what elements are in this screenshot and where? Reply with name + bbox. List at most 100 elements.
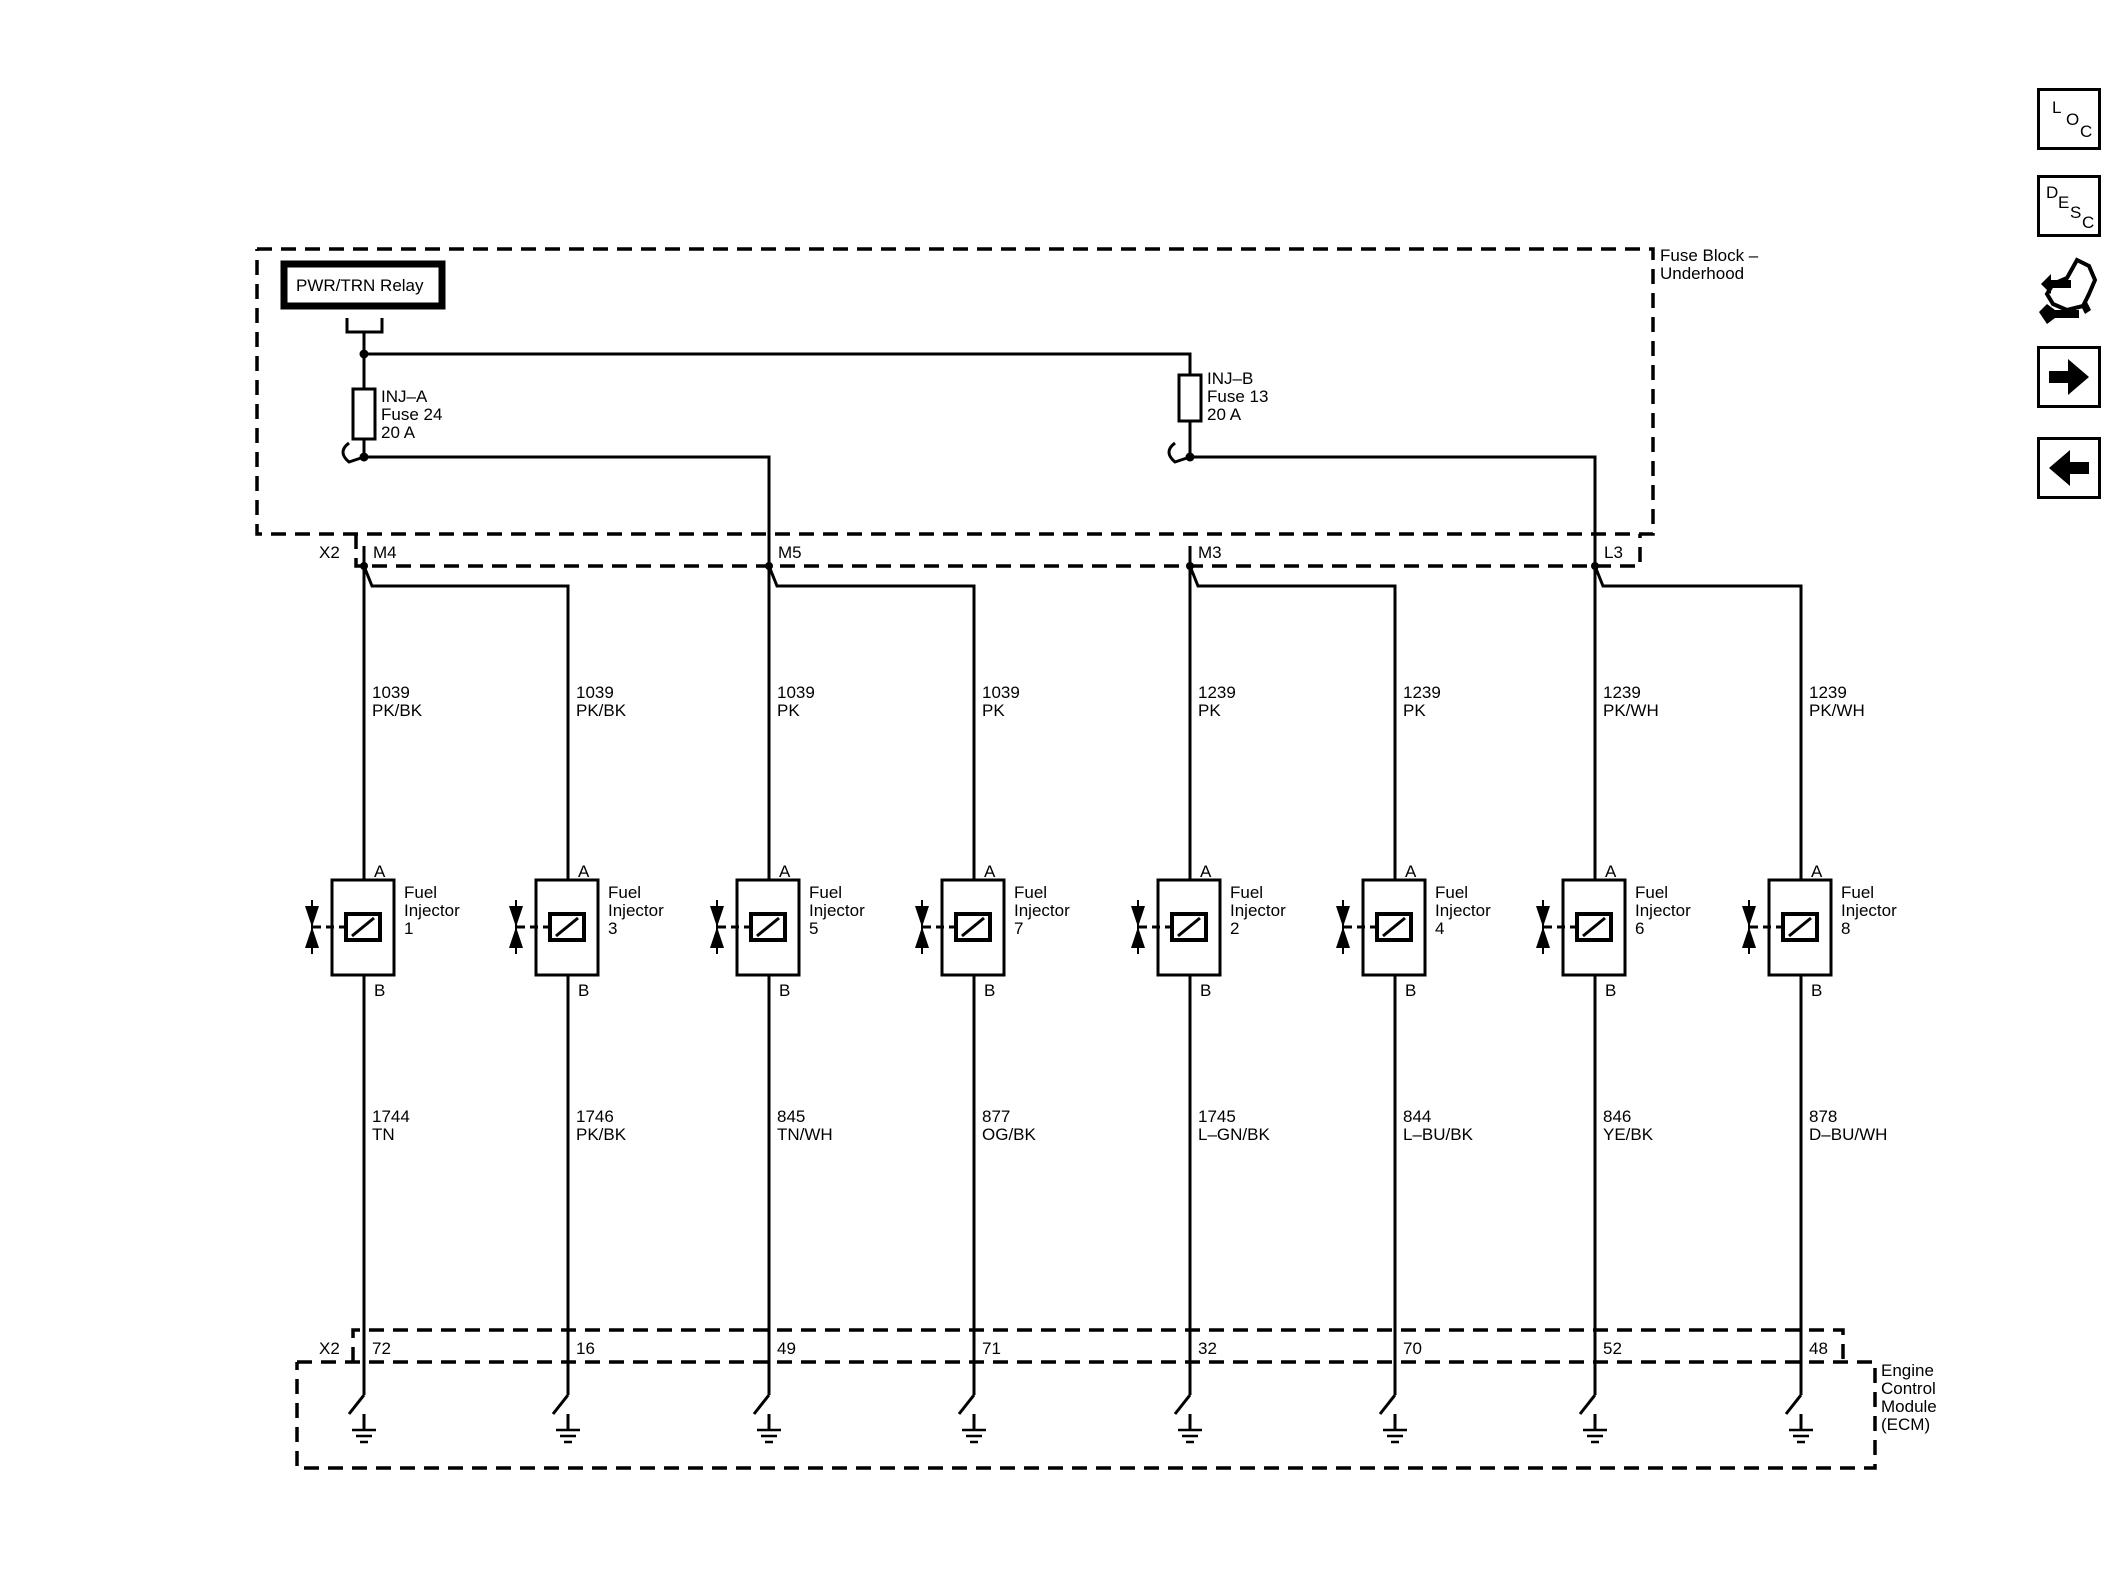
fuse-b-output bbox=[1188, 421, 1597, 546]
desc-letter: D bbox=[2046, 183, 2059, 202]
fuse-block-boundary bbox=[255, 247, 1655, 536]
lower-connector-name: X2 bbox=[319, 1339, 340, 1358]
ecm-switch bbox=[1173, 1394, 1192, 1415]
upper-pin-m4: M4 bbox=[373, 543, 397, 562]
previous-page-button[interactable] bbox=[2037, 437, 2101, 499]
relay-label: PWR/TRN Relay bbox=[296, 276, 424, 295]
fuse-b-number: Fuse 13 bbox=[1207, 387, 1268, 406]
coil-stripe bbox=[1788, 916, 1812, 938]
circuit-number-bottom: 1745 bbox=[1198, 1107, 1236, 1126]
terminal-a-label: A bbox=[374, 862, 386, 881]
ecm-switch bbox=[551, 1394, 570, 1415]
injector-label: Fuel bbox=[1635, 883, 1668, 902]
ecm-label-line1: Engine bbox=[1881, 1361, 1934, 1380]
circuit-number-top: 1239 bbox=[1603, 683, 1641, 702]
ground-icon bbox=[556, 1428, 580, 1444]
injector-label: Injector bbox=[608, 901, 664, 920]
injector-label: Fuel bbox=[608, 883, 641, 902]
next-page-button[interactable] bbox=[2037, 346, 2101, 408]
circuit-number-top: 1039 bbox=[576, 683, 614, 702]
loc-letter: O bbox=[2066, 110, 2080, 129]
branch-wire bbox=[362, 565, 570, 880]
desc-button[interactable]: D E S C bbox=[2037, 175, 2101, 237]
circuit-number-top: 1239 bbox=[1403, 683, 1441, 702]
fuse-a-rating: 20 A bbox=[381, 423, 416, 442]
injector-label: Injector bbox=[809, 901, 865, 920]
ecm-boundary bbox=[295, 1360, 1877, 1470]
ground-icon bbox=[962, 1428, 986, 1444]
ecm-pin-number: 16 bbox=[576, 1339, 595, 1358]
injector-number: 8 bbox=[1841, 919, 1850, 938]
coil-stripe bbox=[1582, 916, 1606, 938]
terminal-b-label: B bbox=[374, 981, 385, 1000]
injector-number: 2 bbox=[1230, 919, 1239, 938]
ecm-switch bbox=[1784, 1394, 1803, 1415]
upper-connector-boundary bbox=[354, 534, 1642, 568]
ground-stub bbox=[341, 441, 365, 464]
relay-box bbox=[280, 260, 446, 310]
ecm-switch bbox=[347, 1394, 366, 1415]
terminal-b-label: B bbox=[578, 981, 589, 1000]
coil-stripe bbox=[756, 916, 780, 938]
arrow-right-icon bbox=[2049, 359, 2089, 395]
wire-color-bottom: YE/BK bbox=[1603, 1125, 1654, 1144]
upper-pin-m5: M5 bbox=[778, 543, 802, 562]
circuit-number-bottom: 878 bbox=[1809, 1107, 1837, 1126]
coil-stripe bbox=[555, 916, 579, 938]
coil-stripe bbox=[1177, 916, 1201, 938]
ground-icon bbox=[1789, 1428, 1813, 1444]
ecm-label-line2: Control bbox=[1881, 1379, 1936, 1398]
desc-letter: C bbox=[2082, 213, 2095, 232]
wire-color-top: PK bbox=[1198, 701, 1221, 720]
branch-wire bbox=[767, 565, 976, 880]
ground-icon bbox=[1178, 1428, 1202, 1444]
terminal-a-label: A bbox=[984, 862, 996, 881]
schematic-connector-icon bbox=[2039, 257, 2098, 324]
circuit-number-bottom: 1744 bbox=[372, 1107, 410, 1126]
terminal-a-label: A bbox=[578, 862, 590, 881]
upper-connector-name: X2 bbox=[319, 543, 340, 562]
circuit-number-bottom: 846 bbox=[1603, 1107, 1631, 1126]
wire-color-bottom: TN bbox=[372, 1125, 395, 1144]
injector-number: 1 bbox=[404, 919, 413, 938]
ecm-switch bbox=[752, 1394, 771, 1415]
loc-button[interactable]: L O C bbox=[2037, 88, 2101, 150]
injector-coil bbox=[954, 912, 992, 942]
desc-letter: E bbox=[2058, 193, 2070, 212]
loc-letter: C bbox=[2080, 122, 2093, 141]
desc-letter: S bbox=[2070, 203, 2082, 222]
coil-stripe bbox=[961, 916, 985, 938]
fuse-a-number: Fuse 24 bbox=[381, 405, 442, 424]
terminal-b-label: B bbox=[1200, 981, 1211, 1000]
coil-stripe bbox=[1382, 916, 1406, 938]
injector-label: Fuel bbox=[1014, 883, 1047, 902]
wire-color-top: PK bbox=[1403, 701, 1426, 720]
injector-label: Injector bbox=[1635, 901, 1691, 920]
injector-label: Injector bbox=[404, 901, 460, 920]
injector-label: Injector bbox=[1230, 901, 1286, 920]
schematic-connector-button[interactable] bbox=[2037, 254, 2103, 330]
circuit-number-top: 1039 bbox=[372, 683, 410, 702]
wire-color-top: PK bbox=[982, 701, 1005, 720]
injector-number: 7 bbox=[1014, 919, 1023, 938]
loc-letter: L bbox=[2052, 98, 2062, 117]
injector-label: Injector bbox=[1014, 901, 1070, 920]
injector-number: 6 bbox=[1635, 919, 1644, 938]
terminal-b-label: B bbox=[1605, 981, 1616, 1000]
terminal-a-label: A bbox=[1811, 862, 1823, 881]
injector-label: Fuel bbox=[404, 883, 437, 902]
injector-number: 3 bbox=[608, 919, 617, 938]
circuit-number-top: 1039 bbox=[777, 683, 815, 702]
coil-stripe bbox=[351, 916, 375, 938]
circuit-number-top: 1239 bbox=[1809, 683, 1847, 702]
ground-icon bbox=[757, 1428, 781, 1444]
terminal-b-label: B bbox=[984, 981, 995, 1000]
terminal-a-label: A bbox=[779, 862, 791, 881]
fuse-b-rating: 20 A bbox=[1207, 405, 1242, 424]
lower-connector-boundary bbox=[351, 1328, 1845, 1362]
wire-color-top: PK/WH bbox=[1809, 701, 1865, 720]
circuit-number-bottom: 877 bbox=[982, 1107, 1010, 1126]
wire-color-top: PK/WH bbox=[1603, 701, 1659, 720]
ecm-switch bbox=[1578, 1394, 1597, 1415]
